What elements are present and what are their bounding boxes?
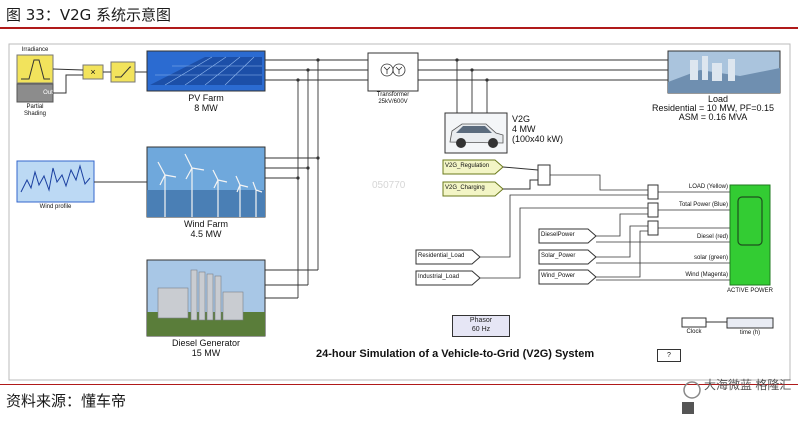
scope-signal-lines [480,174,730,281]
diesel-generator-label: Diesel Generator [171,338,241,348]
irradiance-label: Irradiance [21,47,49,53]
total-power-blue-label: Total Power (Blue) [678,202,728,208]
solar-power-label: Solar_Power [541,253,576,259]
multiply-label: × [90,67,96,77]
v2g-mux-block[interactable] [537,164,551,186]
scope-screen-icon [737,196,763,246]
wind-magenta-label: Wind (Magenta) [685,272,728,278]
diagram-canvas [8,43,791,381]
title-rule [0,27,798,29]
wind-farm-label: Wind Farm [183,219,228,229]
solar-power-port[interactable] [538,249,597,265]
sum-block-load[interactable] [647,184,659,200]
diesel-generator-power: 15 MW [191,348,221,358]
pulse-icon [21,59,50,80]
solar-grid-lines [155,56,262,86]
ramp-icon [115,66,131,78]
phasor-label: Phasor [469,317,493,324]
diagram-frame [8,43,791,381]
load-residential: Residential = 10 MW, PF=0.15 [651,103,775,113]
transformer-rating: 25kV/600V [378,99,408,105]
v2g-label: V2G [512,114,531,124]
background-watermark: 050770 [372,180,406,191]
source-rule [0,384,798,385]
power-bus-lines [265,59,668,299]
industrial-load-port[interactable] [415,270,481,286]
v2g-regulation-block[interactable] [442,159,504,175]
pv-farm-label: PV Farm [188,93,224,103]
clock-label: Clock [686,329,702,335]
watermark: 大海微蓝 格隆汇 [680,378,798,418]
load-asm: ASM = 0.16 MVA [678,112,748,122]
transformer-label: Transformer [376,92,410,98]
phasor-block[interactable]: Phasor 60 Hz [452,315,510,337]
out-label: Out [43,90,53,96]
figure-source: 资料来源：懂车帝 [6,392,127,410]
wind-profile-label: Wind profile [39,204,72,210]
residential-load-port[interactable] [415,249,481,265]
diesel-plant-icon [157,269,244,321]
sum-block-diesel[interactable] [647,220,659,236]
rate-limiter-block[interactable] [110,61,136,83]
v2g-charging-block[interactable] [442,181,504,197]
signal-lines [52,68,147,94]
wind-farm-power: 4.5 MW [190,229,222,239]
pv-farm-power: 8 MW [194,103,218,113]
diesel-power-port[interactable] [538,228,597,244]
v2g-regulation-label: V2G_Regulation [445,163,490,169]
wind-power-label: Wind_Power [541,273,576,279]
active-power-scope[interactable] [729,184,771,286]
diesel-red-label: Diesel (red) [696,234,728,240]
wind-power-port[interactable] [538,269,597,285]
building-icons [690,56,735,81]
load-yellow-label: LOAD (Yellow) [688,184,728,190]
active-power-label: ACTIVE POWER [726,288,773,294]
v2g-simulink-diagram: Irradiance Out Partial Shading × PV Farm… [0,30,798,382]
simulation-title: 24-hour Simulation of a Vehicle-to-Grid … [316,348,595,360]
wind-waveform-icon [20,164,91,193]
electric-car-icon [449,123,504,148]
v2g-detail: (100x40 kW) [512,134,564,144]
phasor-frequency: 60 Hz [471,326,491,333]
time-display-block[interactable] [726,317,774,329]
clock-block[interactable] [681,317,707,328]
industrial-load-label: Industrial_Load [418,274,460,280]
transformer-icon [380,63,406,77]
wind-turbine-icons [157,153,263,217]
v2g-power: 4 MW [512,124,536,134]
wind-farm-ground [147,190,265,217]
help-button[interactable]: ? [657,349,681,362]
time-label: time (h) [739,330,761,336]
v2g-signal-lines [502,166,539,190]
bus-junction-dots [296,58,489,180]
watermark-logo-icon [682,381,701,414]
diesel-power-label: DieselPower [541,232,575,238]
partial-shading-label: Partial Shading [23,104,47,117]
wind-profile-block[interactable] [16,160,95,203]
solar-green-label: solar (green) [693,255,728,261]
figure-title: 图 33：V2G 系统示意图 [6,6,172,24]
load-label: Load [707,94,729,104]
sum-block-total[interactable] [647,202,659,218]
residential-load-label: Residential_Load [418,253,465,259]
watermark-text: 大海微蓝 格隆汇 [704,378,792,392]
v2g-charging-label: V2G_Charging [445,185,485,191]
